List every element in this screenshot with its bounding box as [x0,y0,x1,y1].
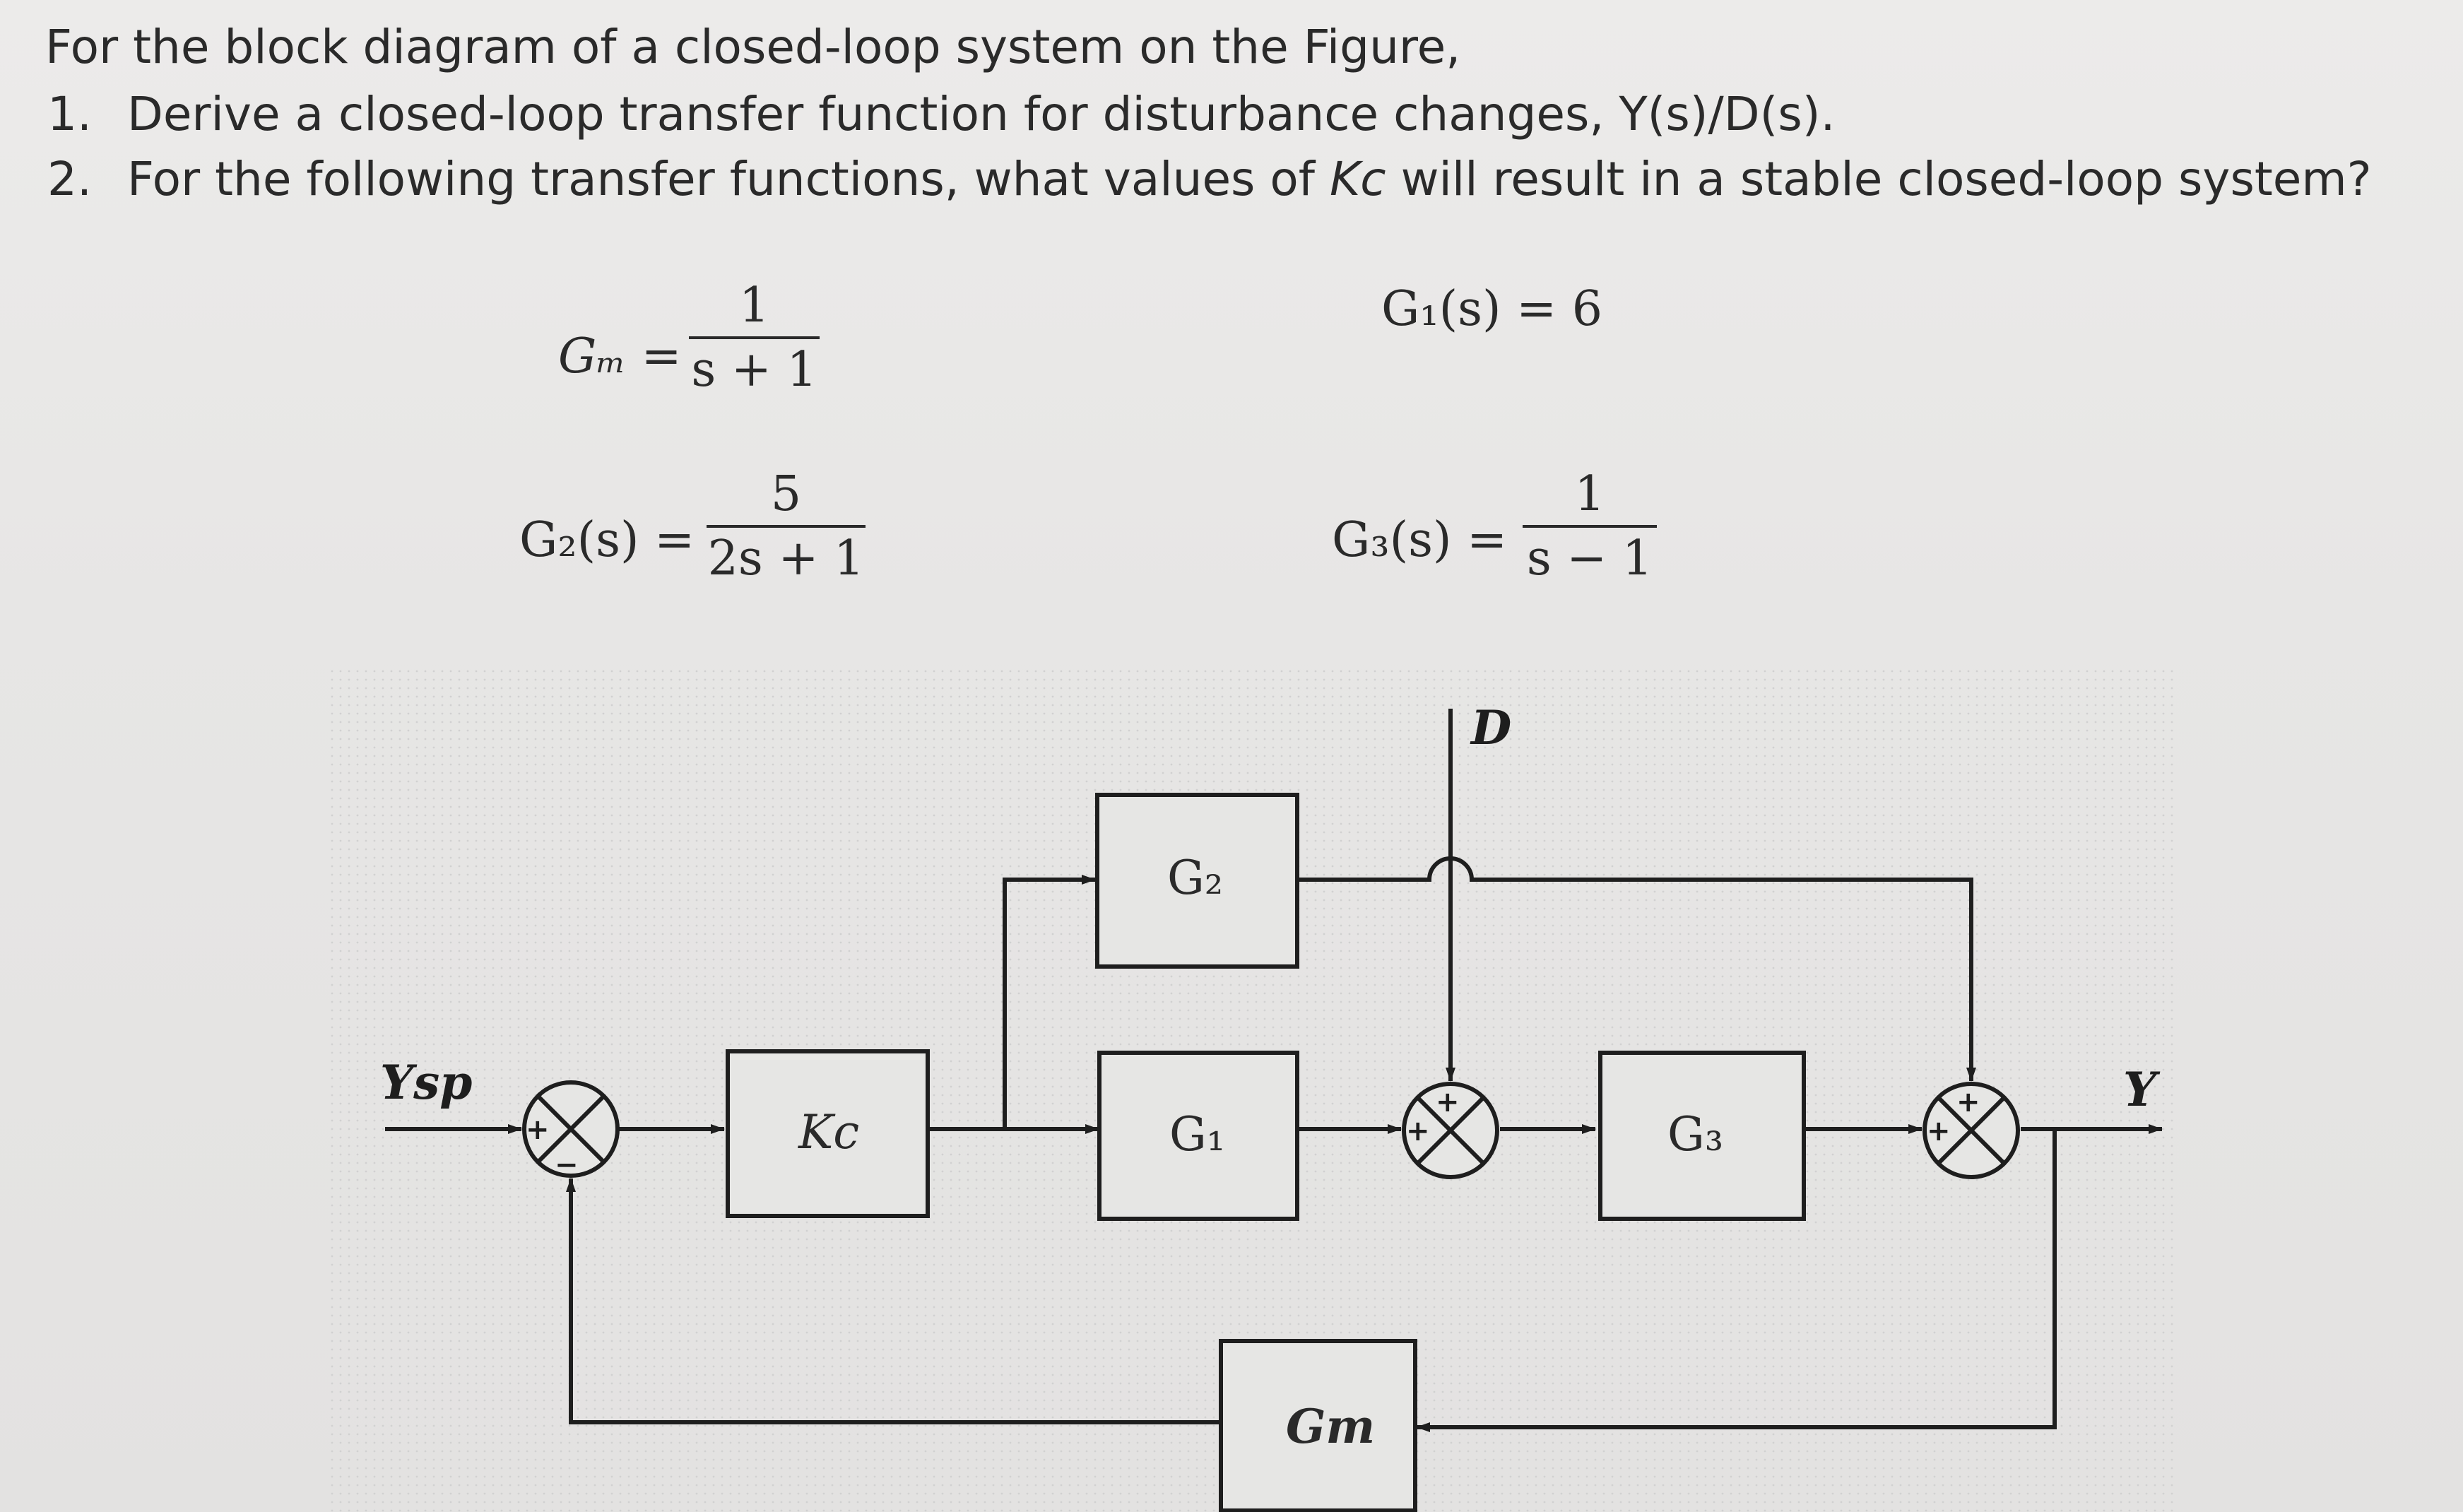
ysp-label: Ysp [380,1055,472,1110]
equation-text: G₁(s) = 6 [1381,281,1603,337]
item-number: 2. [47,152,92,206]
numerator: 1 [1574,466,1605,522]
sum1-plus-sign: + [526,1114,550,1146]
equation-g3-fraction: 1 s − 1 [1523,466,1657,586]
question-item-1: 1. Derive a closed-loop transfer functio… [47,87,1836,141]
fraction-bar [1523,525,1657,528]
sum2-plus-left-sign: + [1406,1115,1430,1147]
summing-junction-2 [1402,1082,1499,1179]
branch-to-g2-arrow [1003,875,1096,1129]
denominator: 2s + 1 [707,531,865,586]
question-intro: For the block diagram of a closed-loop s… [45,20,1461,74]
equation-lhs: G₂(s) = [519,512,695,568]
kc-symbol: Kc [1330,152,1386,206]
item-text-before: For the following transfer functions, wh… [127,152,1330,206]
item-number: 1. [47,87,92,141]
fraction-bar [707,525,866,528]
g1-label: G₁ [1169,1107,1225,1162]
sum3-plus-left-sign: + [1927,1115,1951,1147]
gm-label: Gm [1286,1399,1375,1454]
numerator: 1 [738,278,770,333]
summing-junction-3 [1922,1082,2020,1179]
sum1-minus-sign: − [555,1149,579,1181]
denominator: s + 1 [691,342,817,398]
g3-block [1598,1051,1806,1221]
kc-block [726,1049,930,1218]
g2-label: G₂ [1167,851,1223,905]
sum2-plus-top-sign: + [1436,1086,1460,1118]
gm-to-sum1-arrow [566,1178,1221,1424]
kc-label: Kc [798,1105,859,1159]
equation-gm-fraction: 1 s + 1 [689,278,820,398]
g1-block [1097,1051,1299,1221]
sum3-plus-top-sign: + [1956,1086,1980,1118]
d-label: D [1470,700,1511,755]
equation-lhs: G₃(s) = [1332,512,1508,568]
equation-g2-fraction: 5 2s + 1 [707,466,866,586]
question-item-2: 2. For the following transfer functions,… [47,152,2372,206]
y-label: Y [2123,1062,2161,1117]
denominator: s − 1 [1526,531,1653,586]
g2-block [1095,793,1299,969]
summing-junction-1 [522,1080,620,1178]
numerator: 5 [770,466,802,522]
item-text-after: will result in a stable closed-loop syst… [1386,152,2372,206]
g3-label: G₃ [1667,1107,1723,1162]
feedback-to-gm-arrow [1416,1129,2057,1432]
equation-g1: G₁(s) = 6 [1381,281,1602,337]
fraction-bar [689,336,820,339]
equation-lhs: Gₘ = [558,329,682,384]
gm-block [1219,1339,1417,1512]
item-text: Derive a closed-loop transfer function f… [127,87,1836,141]
